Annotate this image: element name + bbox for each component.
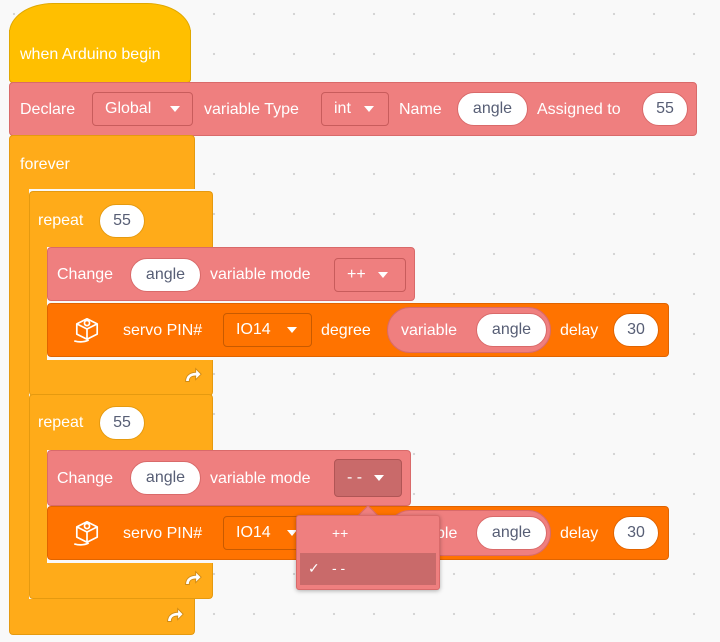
mode-value: ++: [347, 266, 366, 283]
chevron-down-icon: [374, 475, 384, 481]
change-variable-input[interactable]: angle: [130, 258, 201, 292]
scope-value: Global: [105, 100, 152, 117]
repeat-1-arm: [29, 246, 47, 361]
chevron-down-icon: [378, 272, 388, 278]
declare-label: Declare: [20, 101, 76, 118]
change-label: Change: [57, 266, 114, 283]
chevron-down-icon: [170, 106, 180, 112]
delay-input[interactable]: 30: [613, 313, 659, 347]
forever-block[interactable]: [9, 135, 195, 189]
assigned-value-input[interactable]: 55: [642, 92, 688, 126]
type-value: int: [334, 100, 351, 117]
chevron-down-icon: [364, 106, 374, 112]
menu-option-label: ++: [332, 525, 349, 541]
type-label: variable Type: [204, 101, 299, 118]
event-hat-body: [9, 30, 191, 83]
degree-label: degree: [321, 322, 371, 339]
forever-arm: [9, 188, 29, 600]
variable-reporter-label: variable: [401, 322, 458, 339]
name-label: Name: [399, 101, 442, 118]
servo-block-1[interactable]: [47, 303, 669, 357]
hat-label: when Arduino begin: [20, 46, 161, 63]
mode-dropdown-open[interactable]: - -: [334, 459, 402, 497]
variable-reporter-input[interactable]: angle: [476, 516, 547, 550]
servo-pin-label: servo PIN#: [123, 322, 203, 339]
loop-arrow-icon: [167, 607, 184, 622]
change-variable-input[interactable]: angle: [130, 461, 201, 495]
check-icon: ✓: [308, 560, 320, 576]
variable-mode-label: variable mode: [210, 266, 311, 283]
loop-arrow-icon: [185, 367, 202, 382]
loop-arrow-icon: [185, 570, 202, 585]
servo-icon: [74, 317, 99, 343]
variable-name-input[interactable]: angle: [457, 92, 528, 126]
variable-reporter-label: ble: [436, 525, 458, 542]
servo-pin-dropdown[interactable]: IO14: [223, 313, 312, 347]
menu-option-increment[interactable]: ++: [300, 518, 436, 550]
change-label: Change: [57, 470, 114, 487]
delay-label: delay: [560, 322, 599, 339]
delay-label: delay: [560, 525, 599, 542]
repeat-2-count-input[interactable]: 55: [99, 406, 145, 440]
forever-label: forever: [20, 156, 70, 173]
assigned-label: Assigned to: [537, 101, 621, 118]
menu-option-decrement[interactable]: ✓ - -: [300, 553, 436, 585]
mode-dropdown[interactable]: ++: [334, 258, 406, 292]
servo-pin-label: servo PIN#: [123, 525, 203, 542]
repeat-1-foot: [29, 360, 213, 396]
chevron-down-icon: [287, 327, 297, 333]
chevron-down-icon: [287, 530, 297, 536]
repeat-2-arm: [29, 449, 47, 564]
forever-foot: [9, 599, 195, 635]
servo-pin-value: IO14: [236, 321, 271, 338]
repeat-1-label: repeat: [38, 212, 84, 229]
mode-value: - -: [347, 469, 363, 486]
repeat-2-label: repeat: [38, 414, 84, 431]
variable-mode-label: variable mode: [210, 470, 311, 487]
repeat-1-count-input[interactable]: 55: [99, 204, 145, 238]
servo-icon: [74, 520, 99, 546]
mode-dropdown-menu: ++ ✓ - -: [296, 515, 440, 590]
repeat-2-foot: [29, 563, 213, 599]
scope-dropdown[interactable]: Global: [92, 92, 193, 126]
type-dropdown[interactable]: int: [321, 92, 389, 126]
menu-option-label: - -: [332, 560, 346, 576]
servo-pin-value: IO14: [236, 524, 271, 541]
variable-reporter-input[interactable]: angle: [476, 313, 547, 347]
delay-input[interactable]: 30: [613, 516, 659, 550]
